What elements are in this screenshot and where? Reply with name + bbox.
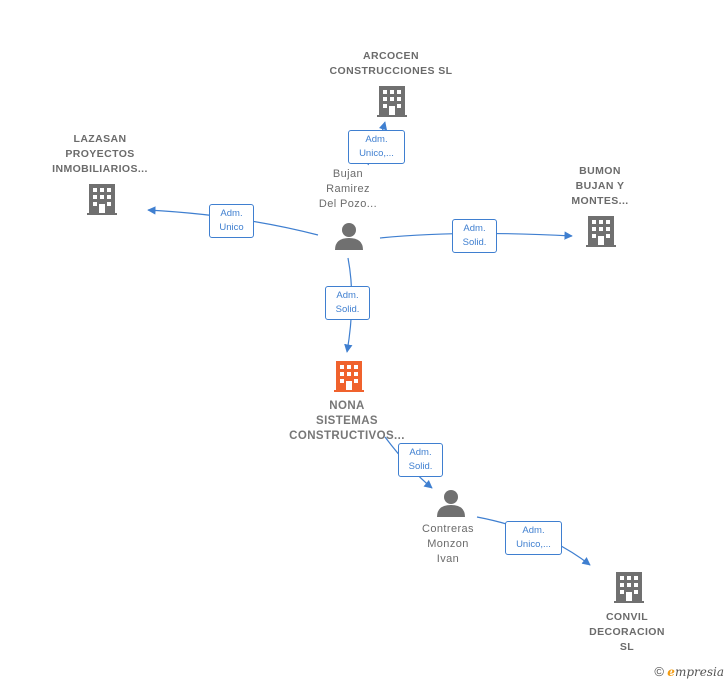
relation-line: Adm.: [336, 290, 359, 301]
node-label-nona[interactable]: NONA SISTEMAS CONSTRUCTIVOS...: [272, 399, 422, 444]
node-label-bumon[interactable]: BUMON BUJAN Y MONTES...: [550, 164, 650, 209]
label-line: SISTEMAS: [316, 415, 378, 427]
building-icon: [87, 184, 117, 215]
label-line: Monzon: [427, 538, 469, 550]
label-line: MONTES...: [571, 195, 629, 207]
building-icon: [586, 216, 616, 247]
label-line: CONVIL: [605, 611, 649, 623]
label-line: Contreras: [422, 523, 474, 535]
relation-line: Adm.: [365, 134, 388, 145]
label-line: Del Pozo...: [318, 198, 378, 210]
label-line: DECORACION: [589, 626, 665, 638]
relation-badge-bujan-lazasan[interactable]: Adm. Unico: [209, 204, 254, 238]
relation-badge-bujan-arcocen[interactable]: Adm. Unico,...: [348, 130, 405, 164]
label-line: CONSTRUCTIVOS...: [289, 430, 405, 442]
relation-line: Adm.: [409, 447, 432, 458]
label-line: ARCOCEN: [363, 50, 419, 62]
relation-line: Solid.: [408, 461, 433, 472]
building-icon: [377, 86, 407, 117]
relation-badge-bujan-bumon[interactable]: Adm. Solid.: [452, 219, 497, 253]
label-line: SL: [619, 641, 635, 653]
copyright-icon: ©: [654, 664, 664, 679]
relation-line: Unico: [219, 222, 244, 233]
label-line: PROYECTOS: [65, 148, 135, 160]
label-line: NONA: [329, 400, 365, 412]
relation-badge-bujan-nona[interactable]: Adm. Solid.: [325, 286, 370, 320]
label-line: LAZASAN: [73, 133, 127, 145]
relation-line: Adm.: [522, 525, 545, 536]
relation-line: Solid.: [335, 304, 360, 315]
relation-line: Unico,...: [359, 148, 394, 159]
label-line: BUJAN Y: [575, 180, 625, 192]
person-icon: [335, 223, 363, 250]
brand-initial: e: [667, 665, 675, 679]
label-line: BUMON: [579, 165, 621, 177]
brand-logo: empresia: [667, 665, 724, 679]
building-icon-main: [334, 361, 364, 392]
relation-badge-nona-contreras[interactable]: Adm. Solid.: [398, 443, 443, 477]
node-label-arcocen[interactable]: ARCOCEN CONSTRUCCIONES SL: [316, 49, 466, 79]
building-icon: [614, 572, 644, 603]
person-icon: [437, 490, 465, 517]
node-label-bujan[interactable]: Bujan Ramirez Del Pozo...: [300, 167, 396, 212]
relation-line: Unico,...: [516, 539, 551, 550]
relation-line: Solid.: [462, 237, 487, 248]
label-line: Ramirez: [326, 183, 370, 195]
label-line: Bujan: [332, 168, 364, 180]
label-line: CONSTRUCCIONES SL: [329, 65, 453, 77]
relation-line: Adm.: [220, 208, 243, 219]
relation-badge-contreras-convil[interactable]: Adm. Unico,...: [505, 521, 562, 555]
brand-rest: mpresia: [674, 665, 724, 679]
node-label-convil[interactable]: CONVIL DECORACION SL: [577, 610, 677, 655]
label-line: INMOBILIARIOS...: [52, 163, 148, 175]
brand-footer: © empresia: [654, 664, 724, 679]
node-label-lazasan[interactable]: LAZASAN PROYECTOS INMOBILIARIOS...: [35, 132, 165, 177]
node-label-contreras[interactable]: Contreras Monzon Ivan: [405, 522, 491, 567]
label-line: Ivan: [436, 553, 460, 565]
relation-line: Adm.: [463, 223, 486, 234]
